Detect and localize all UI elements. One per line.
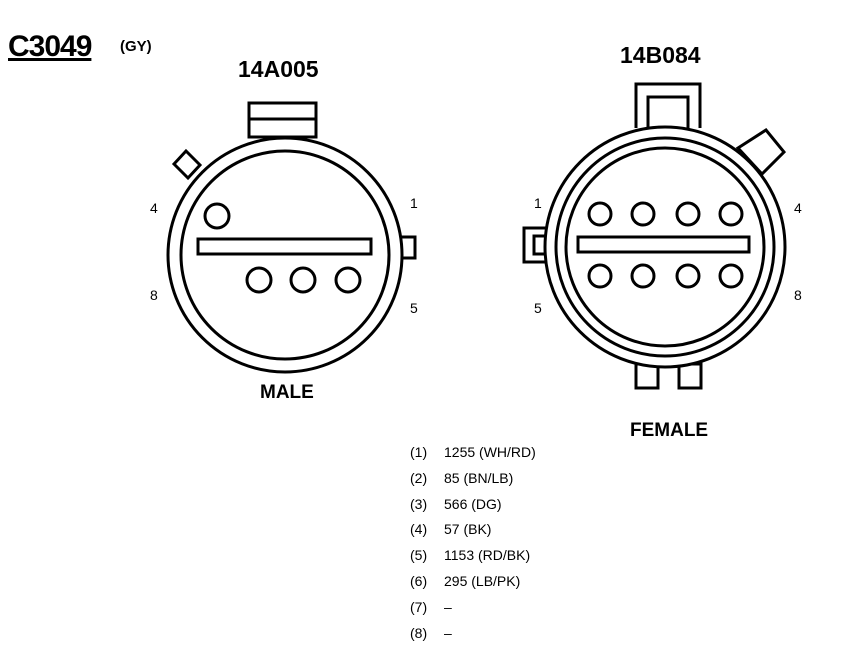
male-pin-label-8: 8 (150, 287, 158, 303)
pin-number: (7) (410, 598, 428, 615)
female-middle-shell (554, 136, 776, 358)
female-top-key (634, 82, 702, 128)
male-pin-label-1: 1 (410, 195, 418, 211)
connector-color: (GY) (120, 38, 152, 55)
pin-number: (4) (410, 521, 428, 538)
female-pin-label-4: 4 (794, 200, 802, 216)
female-pin-3 (675, 201, 701, 227)
female-pin-7 (675, 263, 701, 289)
pin-circuit-list: (1) 1255 (WH/RD) (2) 85 (BN/LB) (3) 566 (DG… (410, 442, 536, 648)
pin-circuit: – (444, 624, 452, 641)
female-bottom-foot-right (677, 362, 703, 390)
pin-number: (2) (410, 469, 428, 486)
pin-circuit: 295 (LB/PK) (444, 572, 521, 589)
male-center-bar (196, 237, 373, 256)
pin-row-3: (3) 566 (DG) (410, 494, 536, 520)
female-pin-8 (718, 263, 744, 289)
female-pin-4 (718, 201, 744, 227)
female-pin-5 (587, 263, 613, 289)
female-connector-face (522, 82, 787, 390)
female-pin-6 (630, 263, 656, 289)
female-gender-label: FEMALE (630, 420, 709, 441)
pin-row-7: (7)– (410, 597, 536, 623)
male-pin-5 (334, 266, 362, 294)
connector-id: C3049 (8, 30, 92, 63)
male-pin-6 (289, 266, 317, 294)
pin-circuit: – (444, 598, 452, 615)
female-inner-shell (564, 146, 766, 348)
male-pin-label-5: 5 (410, 300, 418, 316)
female-top-key-inner (646, 95, 690, 128)
pin-row-6: (6) 295 (LB/PK) (410, 571, 536, 597)
male-pin-label-4: 4 (150, 200, 158, 216)
pin-number: (5) (410, 547, 428, 564)
pin-row-1: (1) 1255 (WH/RD) (410, 442, 536, 468)
female-outer-shell (543, 125, 787, 369)
female-pin-label-8: 8 (794, 287, 802, 303)
male-inner-shell (179, 149, 391, 361)
male-connector-face (166, 101, 417, 374)
pin-circuit: 85 (BN/LB) (444, 469, 514, 486)
pin-number: (6) (410, 572, 428, 589)
male-part-number: 14A005 (238, 56, 319, 82)
pin-number: (1) (410, 444, 428, 460)
male-pin-4 (203, 202, 231, 230)
female-center-bar (576, 235, 751, 254)
female-pin-1 (587, 201, 613, 227)
pin-number: (3) (410, 495, 428, 512)
pin-circuit: 1153 (RD/BK) (444, 547, 531, 564)
male-pin-7 (245, 266, 273, 294)
pin-row-8: (8)– (410, 623, 536, 649)
female-part-number: 14B084 (620, 42, 701, 68)
male-left-latch (171, 148, 203, 181)
pin-circuit: 1255 (WH/RD) (444, 444, 536, 460)
pin-circuit: 566 (DG) (444, 495, 502, 512)
pin-row-5: (5) 1153 (RD/BK) (410, 545, 536, 571)
pin-row-2: (2) 85 (BN/LB) (410, 468, 536, 494)
pin-number: (8) (410, 624, 428, 641)
female-pin-label-5: 5 (534, 300, 542, 316)
female-pin-2 (630, 201, 656, 227)
female-pin-label-1: 1 (534, 195, 542, 211)
pin-circuit: 57 (BK) (444, 521, 492, 538)
male-gender-label: MALE (260, 382, 314, 403)
pin-row-4: (4) 57 (BK) (410, 519, 536, 545)
